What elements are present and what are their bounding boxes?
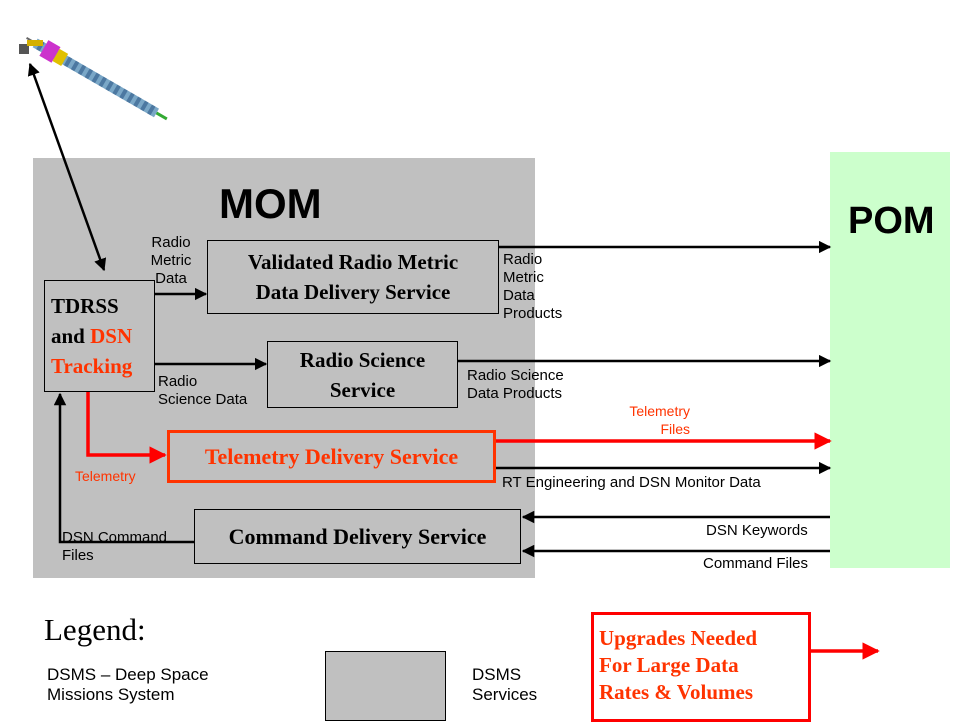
pom-region <box>830 152 950 568</box>
tracking-box: TDRSS and DSN Tracking <box>44 280 155 392</box>
telemetry-input-arrow <box>86 392 167 464</box>
legend-dsms-definition: DSMS – Deep Space Missions System <box>47 665 209 704</box>
telemetry-label: Telemetry <box>75 468 136 484</box>
pom-title: POM <box>848 200 935 242</box>
dsn-command-files-label: DSN Command Files <box>62 529 168 564</box>
legend-upgrades-box: Upgrades Needed For Large Data Rates & V… <box>591 612 811 722</box>
mom-title: MOM <box>219 180 322 227</box>
dsn-keywords-label: DSN Keywords <box>706 522 808 539</box>
spacecraft-link-arrow <box>27 62 107 272</box>
validated-radio-metric-line1: Validated Radio Metric <box>247 250 459 274</box>
radio-metric-data-label: Radio Metric Data <box>150 234 192 287</box>
dsn-command-files-arrow <box>53 392 194 544</box>
telemetry-delivery-label: Telemetry Delivery Service <box>204 443 459 469</box>
radio-science-line1: Radio Science <box>299 347 426 372</box>
telemetry-files-label: Telemetry Files <box>629 403 690 437</box>
tracking-line1: TDRSS <box>51 294 119 318</box>
command-delivery-box: Command Delivery Service <box>194 509 521 564</box>
radio-science-products-label: Radio Science Data Products <box>467 367 564 402</box>
tracking-line2-black: and <box>51 324 91 348</box>
command-delivery-label: Command Delivery Service <box>228 523 487 549</box>
legend-dsms-services-swatch <box>325 651 446 721</box>
legend-title: Legend: <box>44 612 146 647</box>
radio-science-line2: Service <box>329 377 396 402</box>
radio-metric-products-label: Radio Metric Data Products <box>503 251 563 322</box>
validated-radio-metric-line2: Data Delivery Service <box>255 280 451 304</box>
validated-radio-metric-box: Validated Radio Metric Data Delivery Ser… <box>207 240 499 314</box>
legend-dsms-services-label: DSMS Services <box>472 665 538 704</box>
radio-science-box: Radio Science Service <box>267 341 458 408</box>
radio-science-data-label: Radio Science Data <box>158 373 248 408</box>
telemetry-delivery-box: Telemetry Delivery Service <box>167 430 496 483</box>
tracking-line3: Tracking <box>51 354 133 378</box>
rt-engineering-label: RT Engineering and DSN Monitor Data <box>502 474 761 491</box>
command-files-label: Command Files <box>703 555 809 572</box>
tracking-line2-red: DSN <box>90 324 133 348</box>
